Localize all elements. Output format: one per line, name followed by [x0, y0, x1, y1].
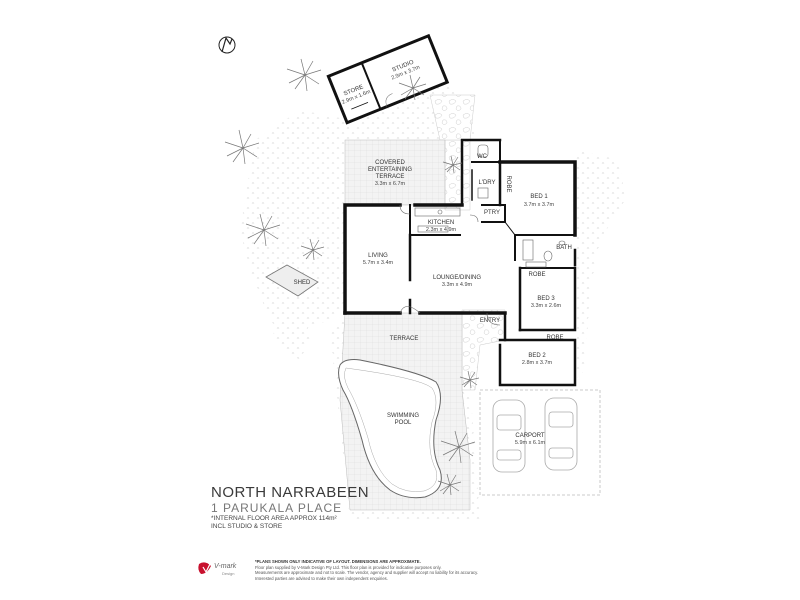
- covered-terrace-paving: [344, 139, 446, 206]
- laundry-label: L'DRY: [478, 180, 495, 186]
- covered-terrace-label-1: COVERED: [375, 160, 405, 166]
- swimming-pool: [338, 359, 442, 499]
- carport-label: CARPORT: [515, 433, 545, 439]
- plants: [224, 58, 480, 496]
- studio-building: [326, 33, 450, 125]
- carport-dims: 5.9m x 6.1m: [515, 440, 546, 446]
- floor-area-incl: INCL STUDIO & STORE: [211, 523, 283, 530]
- bath-label: BATH: [556, 245, 572, 251]
- floor-area-note: *INTERNAL FLOOR AREA APPROX 114m² INCL S…: [211, 515, 337, 531]
- shed: [265, 264, 319, 297]
- terrace-label: TERRACE: [390, 336, 419, 342]
- pool-label-1: SWIMMING: [387, 413, 419, 419]
- living-label: LIVING: [368, 253, 388, 259]
- carport: [479, 389, 601, 496]
- covered-terrace-label-2: ENTERTAINING: [368, 167, 412, 173]
- disclaimer-line-3: Measurements are approximate and not to …: [255, 570, 479, 576]
- robe-2-label: ROBE: [528, 272, 545, 278]
- pool-label-2: POOL: [395, 420, 412, 426]
- living-dims: 5.7m x 3.4m: [363, 260, 394, 266]
- wc-label: WC: [477, 154, 488, 160]
- property-title: NORTH NARRABEEN: [211, 484, 370, 501]
- car-icon: [492, 399, 526, 473]
- fixtures: [399, 144, 566, 326]
- lounge-label: LOUNGE/DINING: [433, 275, 481, 281]
- shed-label: SHED: [294, 280, 311, 286]
- north-arrow-icon: [218, 36, 236, 54]
- pantry-label: PTRY: [484, 210, 500, 216]
- disclaimer-line-4: Interested parties are advised to make t…: [255, 575, 388, 581]
- kitchen-dims: 2.3m x 4.9m: [426, 227, 457, 233]
- disclaimer: *PLANS SHOWN ONLY INDICATIVE OF LAYOUT. …: [255, 559, 555, 581]
- bed1-dims: 3.7m x 3.7m: [524, 202, 555, 208]
- robe-3-label: ROBE: [546, 335, 563, 341]
- bed3-dims: 3.3m x 2.6m: [531, 303, 562, 309]
- car-icon: [544, 397, 578, 471]
- bed3-label: BED 3: [537, 296, 555, 302]
- disclaimer-line-2: Floor plan supplied by V-Mark Design Pty…: [255, 564, 442, 570]
- vmark-logo-sub: Design: [222, 571, 235, 576]
- property-address: 1 PARUKALA PLACE: [211, 501, 343, 515]
- entry-label: ENTRY: [480, 318, 500, 324]
- bed2-label: BED 2: [528, 353, 546, 359]
- covered-terrace-label-3: TERRACE: [376, 174, 405, 180]
- bed1-label: BED 1: [530, 194, 548, 200]
- kitchen-label: KITCHEN: [428, 220, 454, 226]
- lounge-dims: 3.3m x 4.9m: [442, 282, 473, 288]
- floor-area-line: *INTERNAL FLOOR AREA APPROX 114m²: [211, 515, 337, 522]
- covered-terrace-dims: 3.3m x 6.7m: [375, 181, 406, 187]
- vmark-logo-text: V-mark: [214, 563, 237, 570]
- house-walls: [343, 138, 577, 387]
- disclaimer-line-1: *PLANS SHOWN ONLY INDICATIVE OF LAYOUT. …: [255, 559, 421, 564]
- vmark-logo-icon: [198, 562, 211, 574]
- bed2-dims: 2.8m x 3.7m: [522, 360, 553, 366]
- robe-1-label: ROBE: [505, 175, 511, 192]
